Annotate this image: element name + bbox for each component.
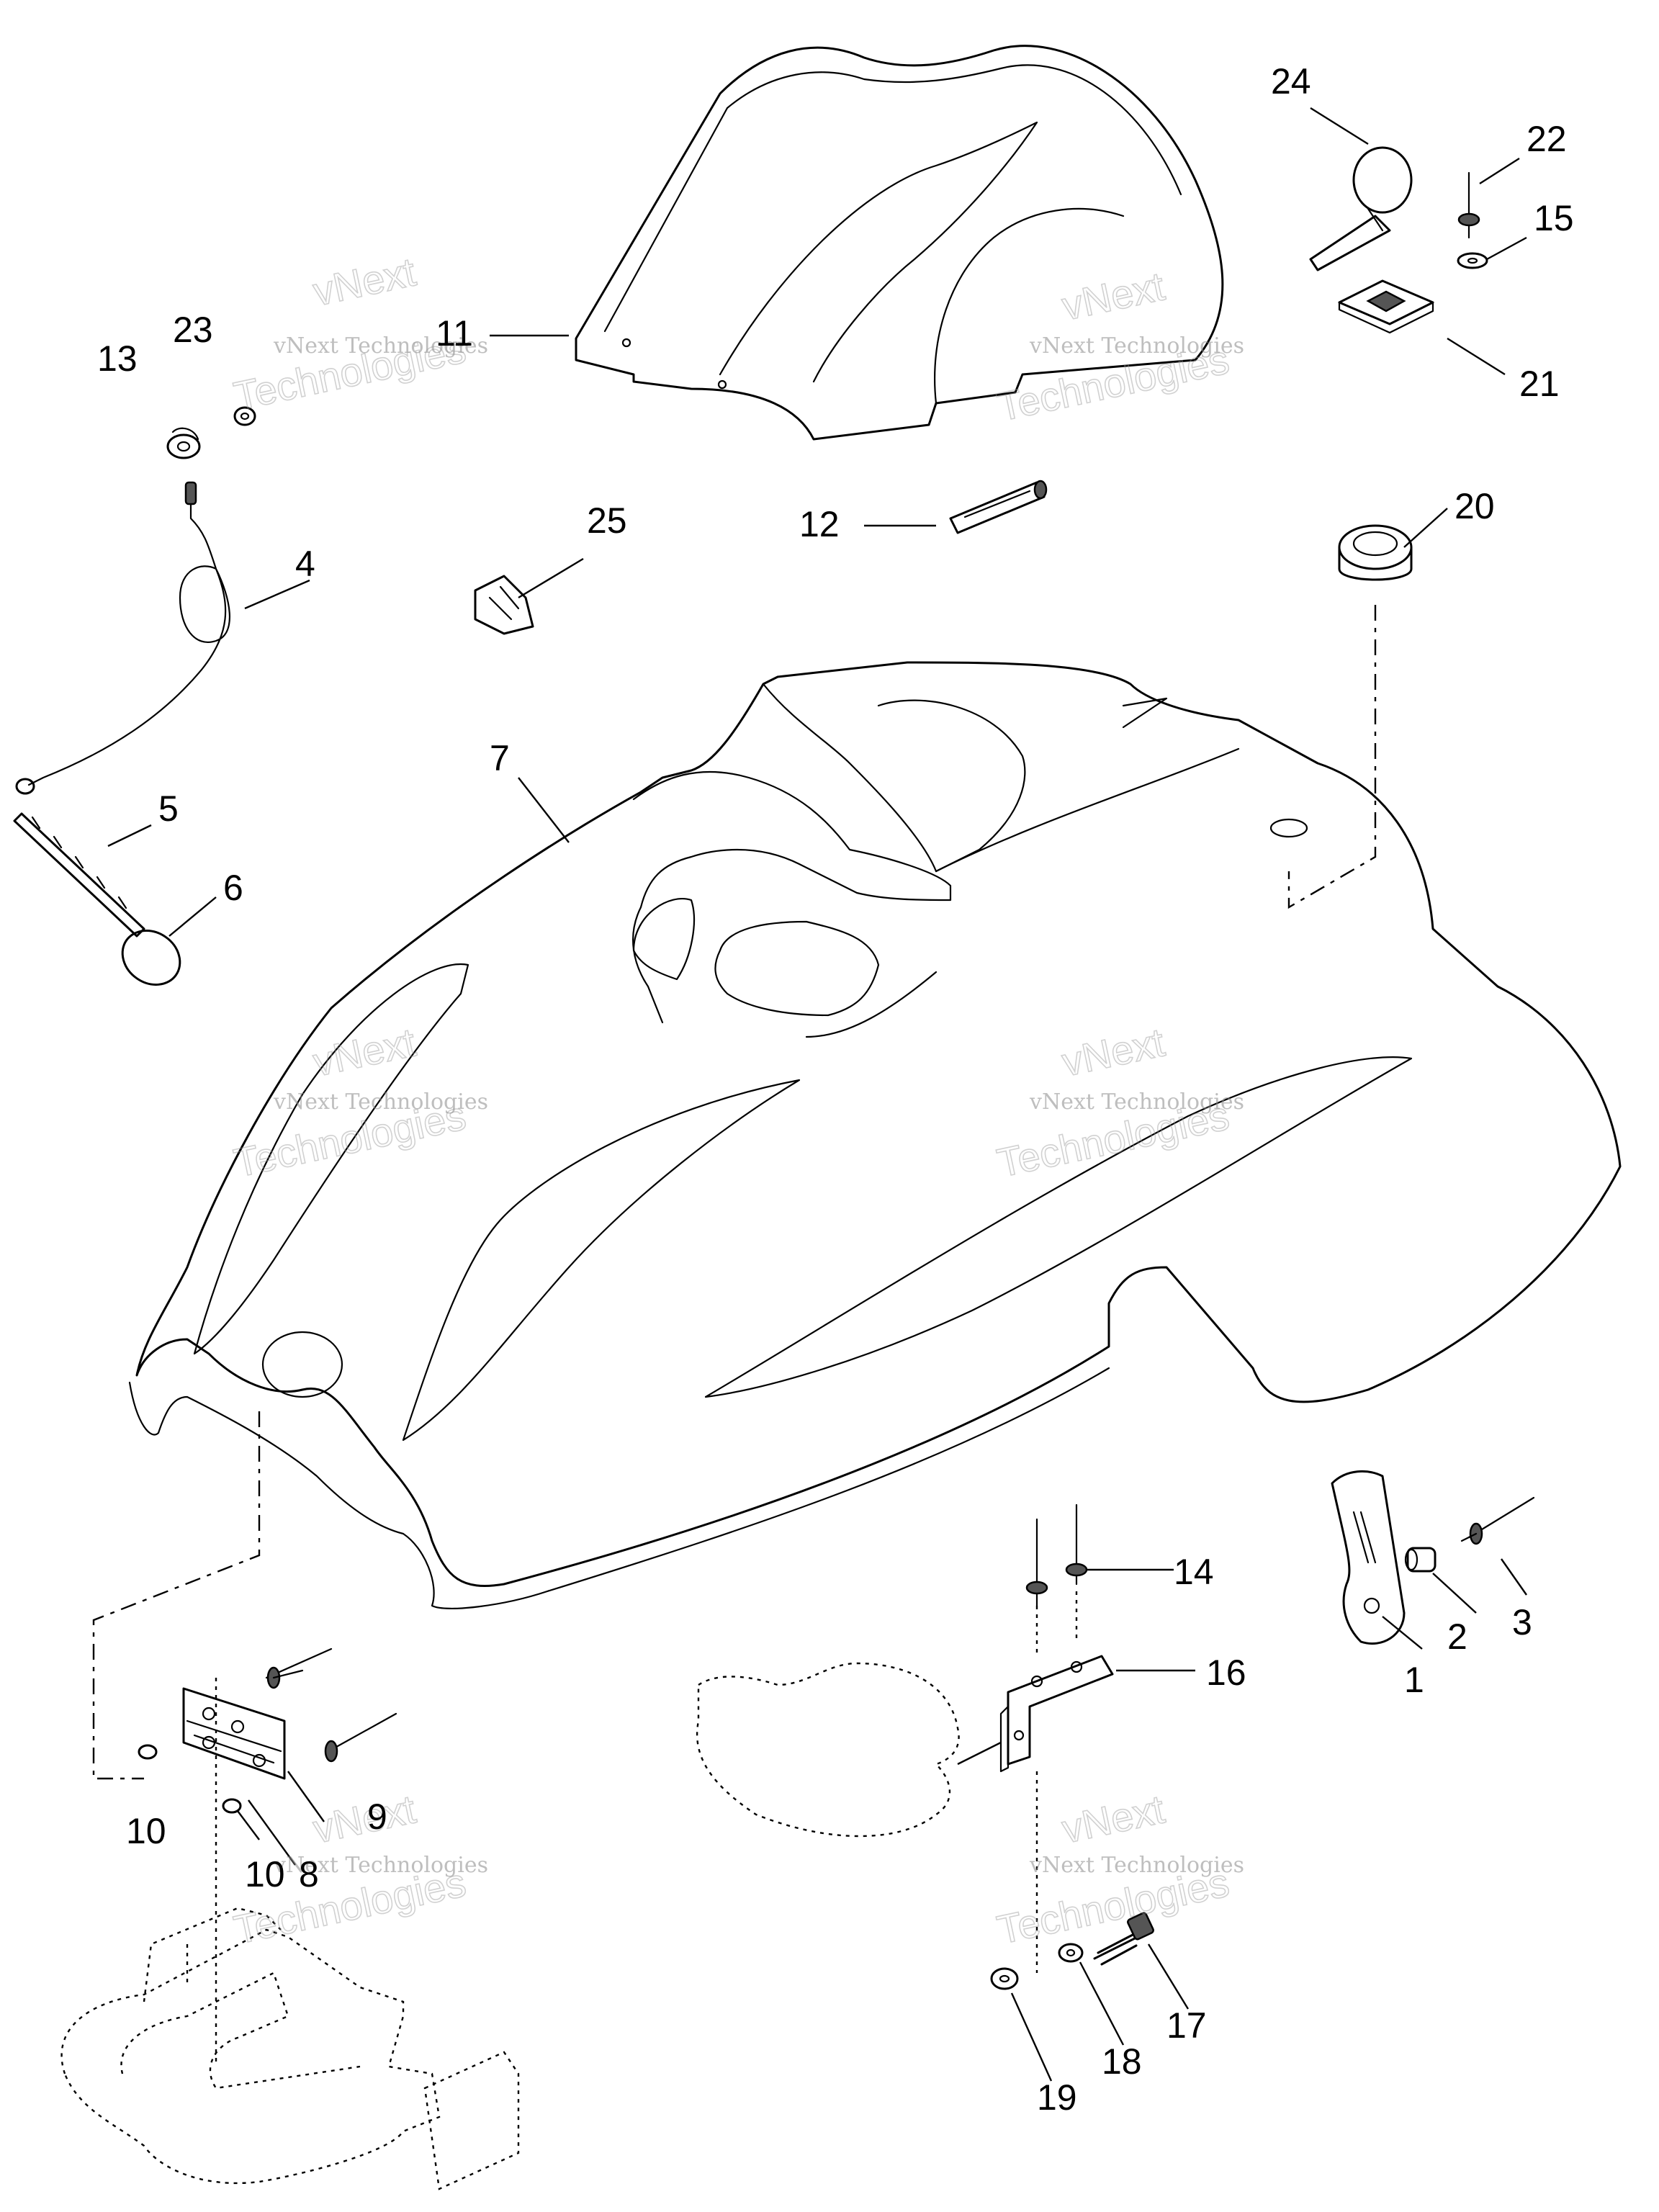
callout-19: 19 [1037,2077,1077,2118]
callout-25: 25 [587,500,627,541]
callout-22: 22 [1527,119,1567,159]
tail-light [696,1662,1002,1838]
watermark-top-right: vNext vNext Technologies Technologies [993,262,1244,430]
callout-2: 2 [1447,1617,1467,1657]
hood [92,605,1622,1780]
callout-17: 17 [1166,2005,1207,2046]
callout-20: 20 [1455,486,1495,526]
strip-12 [949,480,1048,534]
callout-12: 12 [799,504,840,544]
callout-23: 23 [173,310,213,350]
fastener-13 [166,427,201,459]
svg-text:vNext Technologies: vNext Technologies [273,1089,488,1115]
grommet-20 [1338,524,1413,581]
callout-4: 4 [295,544,315,584]
clip-25 [474,575,534,635]
callout-16: 16 [1206,1653,1246,1693]
rivet-upper [265,1647,333,1689]
rivet-14-a [1025,1518,1048,1656]
spacer [1404,1547,1437,1573]
callout-labels: 1 2 3 4 5 6 7 8 9 10 10 11 12 13 14 15 1… [97,61,1574,2118]
washer-19 [990,1967,1019,1990]
hinge [182,1687,286,1780]
leader-lines [107,107,1527,2082]
callout-9: 9 [367,1797,387,1837]
handle [1331,1470,1406,1645]
callout-13: 13 [97,338,138,379]
tether-cord [15,481,230,795]
cable-tie-24 [1309,146,1413,271]
callout-10-left: 10 [126,1811,166,1851]
callout-15: 15 [1534,198,1574,238]
callout-3: 3 [1512,1602,1532,1642]
tether-ring [121,930,181,986]
svg-text:vNext Technologies: vNext Technologies [1029,1089,1244,1115]
washer-10-right [222,1798,242,1814]
callout-14: 14 [1174,1552,1214,1592]
rivet-3 [1460,1496,1535,1545]
svg-text:vNext: vNext [309,1019,420,1084]
washer-15 [1457,252,1488,269]
rivet-9 [324,1712,397,1763]
callout-21: 21 [1519,364,1560,404]
svg-text:vNext: vNext [1058,1786,1169,1851]
svg-text:vNext: vNext [1058,1019,1169,1084]
mount-21 [1338,279,1434,334]
watermark-mid-right: vNext vNext Technologies Technologies [993,1018,1244,1186]
callout-7: 7 [490,738,510,778]
svg-text:vNext: vNext [1058,263,1169,328]
callout-11: 11 [436,313,473,354]
svg-text:vNext Technologies: vNext Technologies [273,1853,488,1878]
callout-24: 24 [1271,61,1311,102]
rivet-14-b [1065,1503,1088,1642]
callout-18: 18 [1102,2041,1142,2082]
callout-8: 8 [299,1854,319,1894]
svg-text:vNext Technologies: vNext Technologies [273,333,488,359]
washer-10-left [138,1744,158,1760]
svg-text:vNext: vNext [309,248,420,314]
windshield [575,45,1224,441]
rivet-22 [1457,171,1480,239]
callout-10-right: 10 [245,1854,285,1894]
bracket [999,1655,1114,1773]
tether-cap [13,812,145,938]
callout-1: 1 [1404,1660,1424,1700]
bumper [60,1678,520,2190]
watermark-mid-left: vNext vNext Technologies Technologies [230,1018,488,1186]
svg-text:vNext Technologies: vNext Technologies [1029,1853,1244,1878]
bolt-17 [1093,1912,1154,1966]
svg-text:vNext: vNext [309,1786,420,1851]
callout-5: 5 [158,788,179,829]
washer-18 [1058,1943,1084,1963]
callout-6: 6 [223,868,243,908]
svg-text:vNext Technologies: vNext Technologies [1029,333,1244,359]
watermark-bottom-right: vNext vNext Technologies Technologies [993,1785,1244,1953]
washer-23 [233,406,256,426]
